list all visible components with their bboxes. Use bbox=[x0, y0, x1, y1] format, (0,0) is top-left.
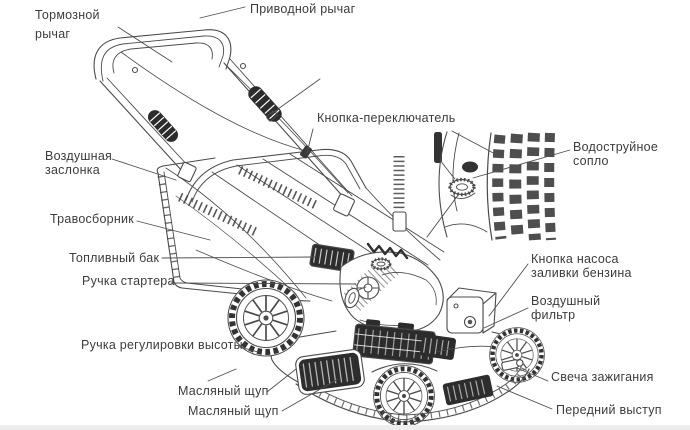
leader-water-jet-nozzle bbox=[472, 149, 571, 179]
inset-detail-view bbox=[392, 131, 556, 241]
label-spark-plug: Свеча зажигания bbox=[551, 370, 654, 384]
label-choke-line-2: заслонка bbox=[45, 163, 100, 177]
battery-box bbox=[352, 319, 436, 365]
scan-artifact-strip bbox=[0, 425, 690, 430]
leader-lines bbox=[111, 6, 571, 412]
label-choke-line-1: Воздушная bbox=[45, 149, 113, 163]
label-oil-dipstick-1: Масляный щуп bbox=[178, 384, 269, 398]
label-switch-button-line-1: Кнопка-переключатель bbox=[317, 111, 456, 125]
leader-switch-button-a bbox=[306, 128, 314, 154]
inset-tire-tread bbox=[486, 132, 556, 241]
starter-grip bbox=[344, 287, 360, 309]
control-cable bbox=[226, 65, 349, 194]
label-air-filter-line-1: Воздушный bbox=[531, 294, 601, 308]
label-front-lug-line-1: Передний выступ bbox=[556, 403, 662, 417]
label-height-adjust-lever: Ручка регулировки высоты bbox=[81, 338, 243, 352]
label-brake-lever-line-2: рычаг bbox=[35, 27, 71, 41]
label-front-lug: Передний выступ bbox=[556, 403, 662, 417]
leader-front-lug bbox=[496, 385, 553, 410]
grass-catcher-body bbox=[156, 157, 311, 302]
leader-fuel-tank bbox=[161, 256, 316, 259]
water-jet-nozzle-part bbox=[448, 177, 476, 197]
switch-knob bbox=[300, 145, 312, 159]
leader-spark-plug bbox=[516, 367, 549, 382]
front-bumper bbox=[295, 364, 530, 423]
vent-slats bbox=[238, 165, 320, 211]
handlebar bbox=[93, 29, 355, 217]
vent-slats bbox=[178, 192, 260, 238]
leader-brake-lever bbox=[117, 26, 173, 63]
oil-fill-cap bbox=[370, 257, 392, 271]
label-switch-button: Кнопка-переключатель bbox=[317, 111, 456, 125]
leader-primer-button bbox=[488, 263, 529, 317]
leader-height-adjust bbox=[239, 346, 259, 353]
label-spark-plug-line-1: Свеча зажигания bbox=[551, 370, 654, 384]
muffler-grille bbox=[295, 349, 365, 395]
label-primer-button-line-2: заливки бензина bbox=[531, 266, 632, 280]
label-fuel-tank: Топливный бак bbox=[69, 251, 159, 265]
label-air-filter-line-2: фильтр bbox=[531, 308, 576, 322]
leader-switch-button-b bbox=[270, 78, 321, 115]
label-water-jet-nozzle-line-1: Водоструйное bbox=[573, 140, 659, 154]
label-grass-catcher: Травосборник bbox=[50, 212, 134, 226]
label-drive-lever-line-1: Приводной рычаг bbox=[250, 2, 356, 16]
cooling-fins bbox=[366, 242, 409, 260]
air-filter-box bbox=[446, 287, 497, 334]
label-brake-lever: Тормозной рычаг bbox=[35, 6, 100, 44]
vent-box bbox=[420, 334, 456, 360]
brake-lever-bar bbox=[112, 42, 213, 74]
label-brake-lever-line-1: Тормозной bbox=[35, 8, 100, 22]
front-grille bbox=[442, 374, 494, 406]
cable-spring bbox=[248, 86, 282, 122]
cable-spring bbox=[147, 110, 179, 142]
leader-oil-dipstick-2 bbox=[281, 378, 339, 412]
leader-drive-lever bbox=[199, 6, 246, 19]
leader-grass-catcher bbox=[136, 220, 211, 241]
label-height-adjust-lever-line-1: Ручка регулировки высоты bbox=[81, 338, 243, 352]
nozzle-knob bbox=[462, 161, 478, 173]
label-starter-handle: Ручка стартера bbox=[82, 274, 175, 288]
label-water-jet-nozzle-line-2: сопло bbox=[573, 154, 609, 168]
control-cable bbox=[120, 51, 307, 152]
label-grass-catcher-line-1: Травосборник bbox=[50, 212, 134, 226]
spark-plug-part bbox=[501, 359, 524, 371]
leader-switch-button-c bbox=[451, 130, 498, 156]
label-starter-handle-line-1: Ручка стартера bbox=[82, 274, 175, 288]
label-oil-dipstick-2-line-1: Масляный щуп bbox=[188, 404, 279, 418]
leader-starter-handle bbox=[170, 282, 357, 285]
engine bbox=[339, 242, 444, 333]
leader-oil-dipstick-1a bbox=[207, 368, 237, 382]
label-oil-dipstick-2: Масляный щуп bbox=[188, 404, 279, 418]
label-primer-button-line-1: Кнопка насоса bbox=[531, 252, 619, 266]
label-fuel-tank-line-1: Топливный бак bbox=[69, 251, 160, 265]
label-drive-lever: Приводной рычаг bbox=[250, 2, 355, 16]
label-oil-dipstick-1-line-1: Масляный щуп bbox=[178, 384, 269, 398]
leader-choke bbox=[111, 158, 177, 181]
leader-oil-dipstick-1b bbox=[266, 368, 297, 393]
leader-air-filter bbox=[483, 307, 529, 329]
primer-bulb bbox=[463, 315, 477, 329]
